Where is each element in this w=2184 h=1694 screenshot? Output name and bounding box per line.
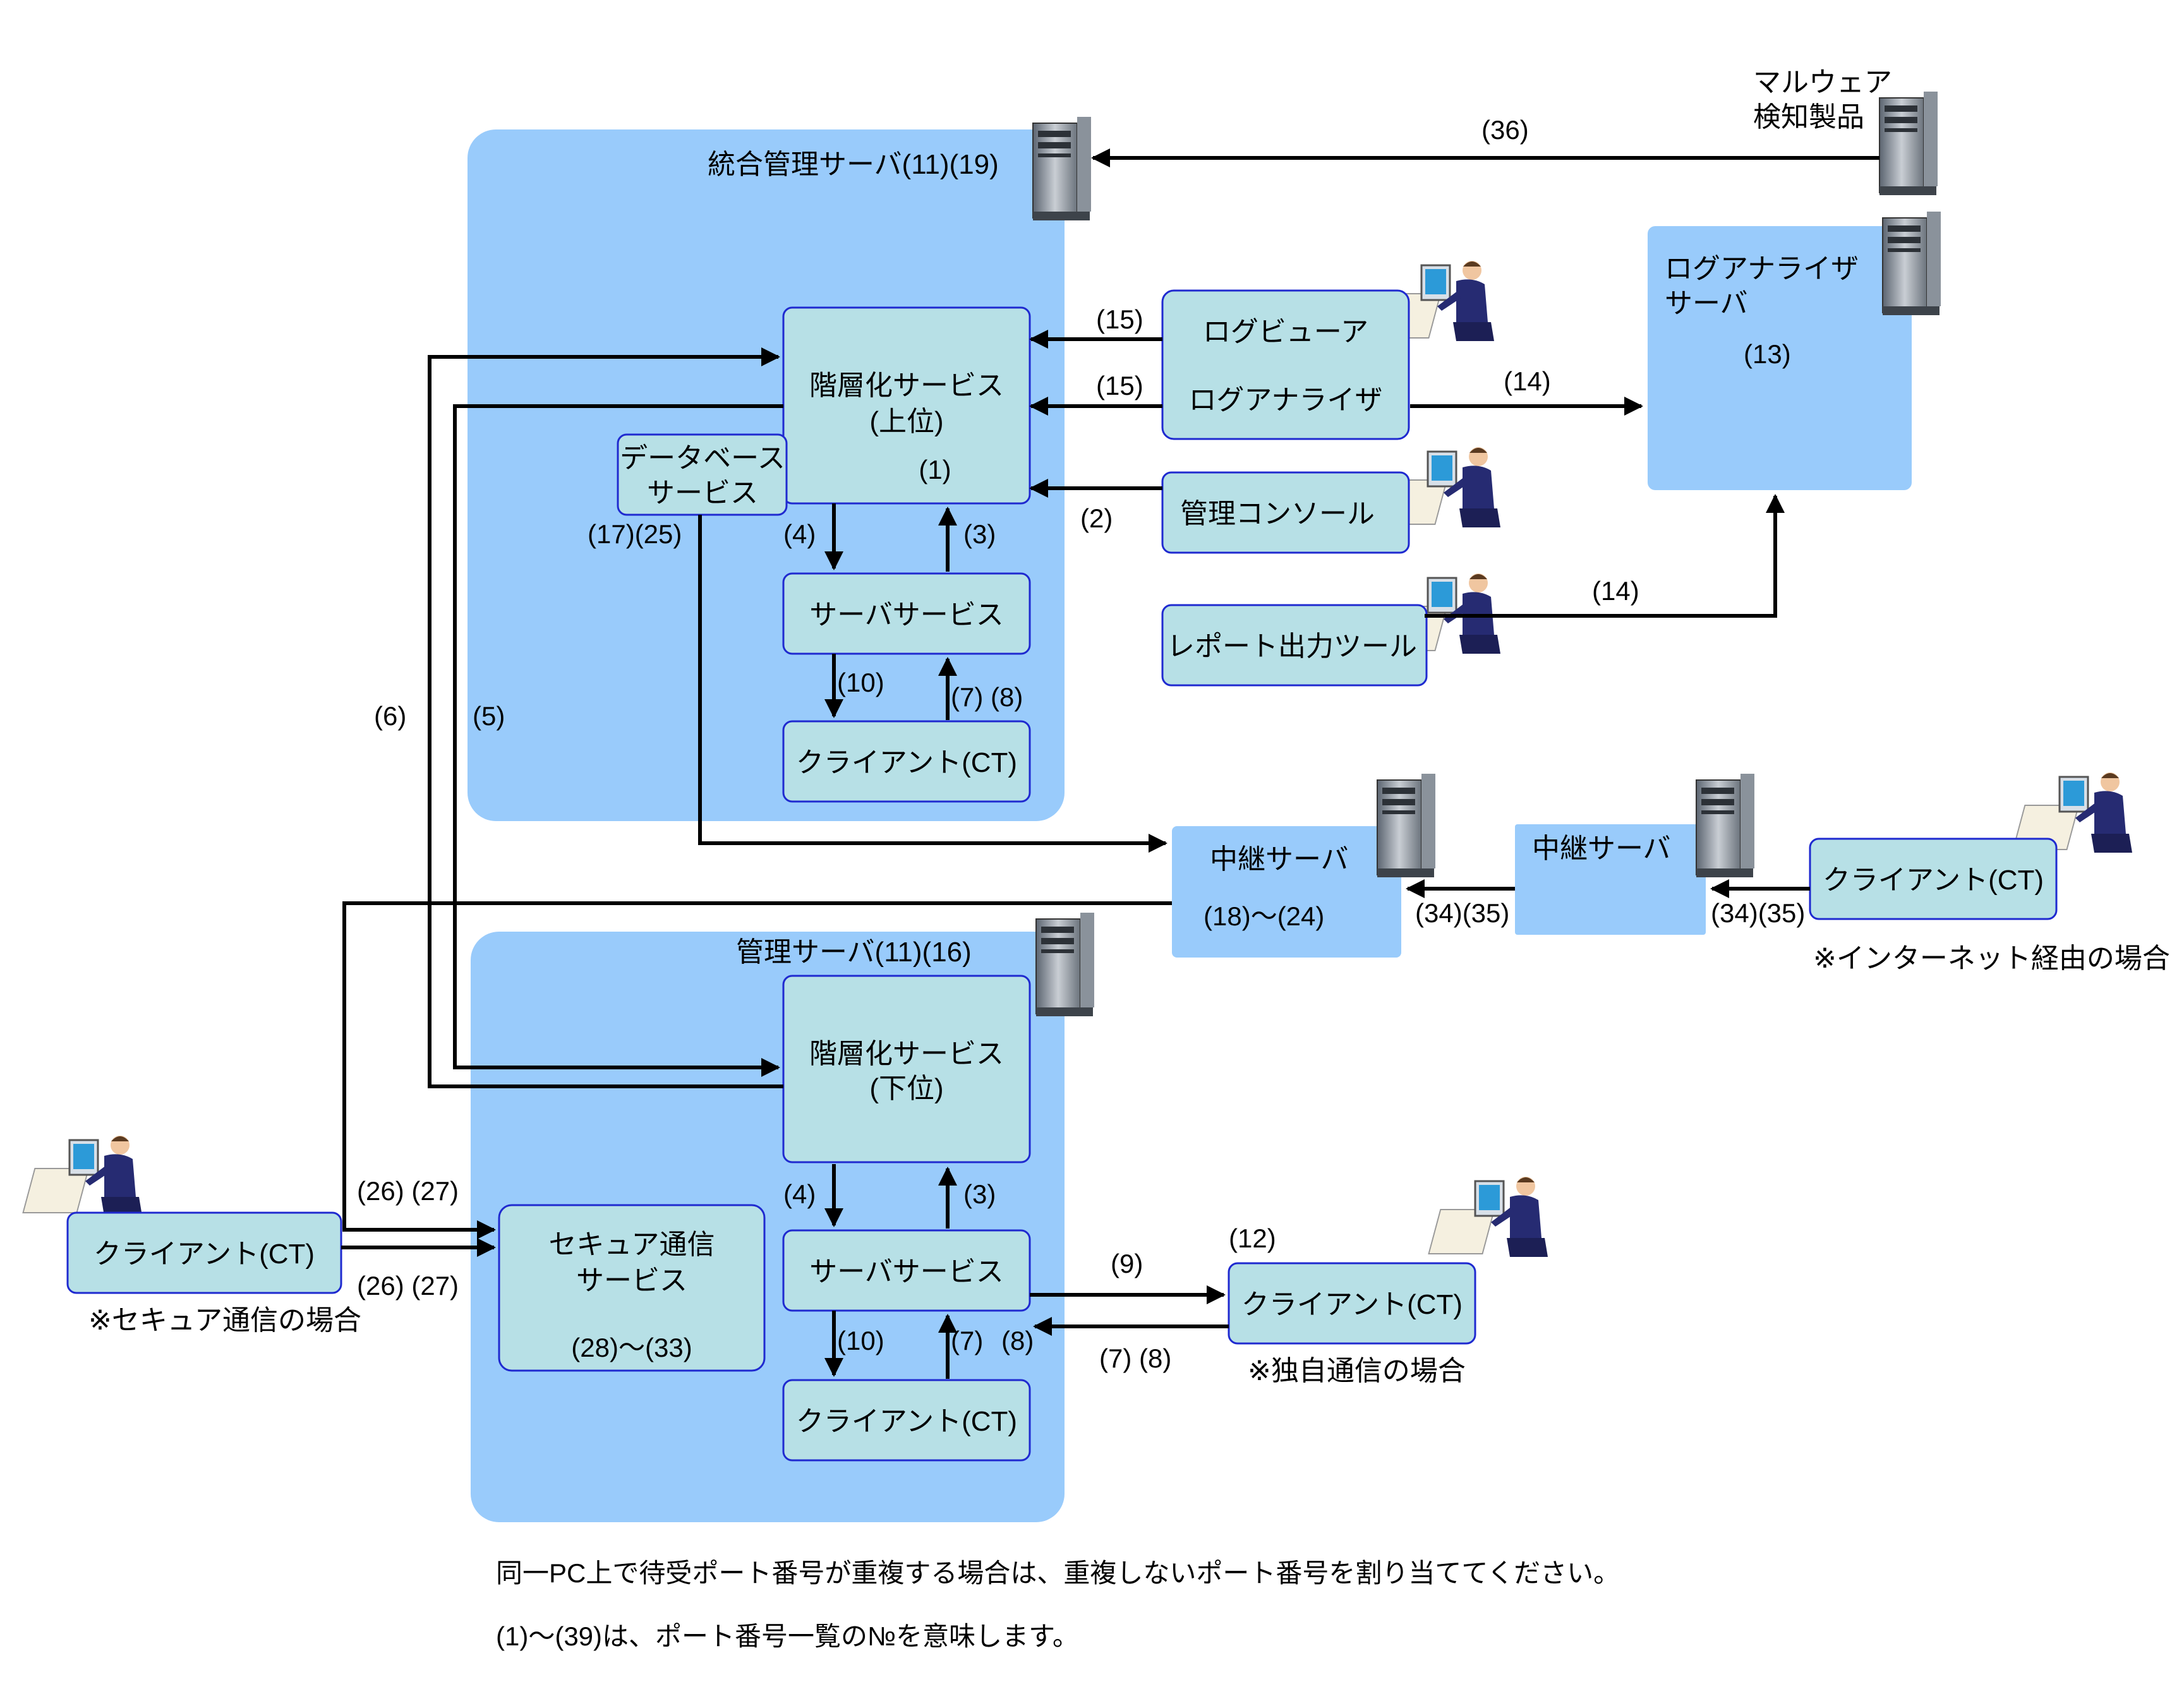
mgmt-console-label: 管理コンソール [1180,498,1375,529]
port-14b: (14) [1592,576,1639,606]
secure-box [498,1204,766,1372]
port-9: (9) [1111,1249,1143,1278]
secure-ports: (28)〜(33) [571,1333,692,1362]
database-line2: サービス [647,478,758,508]
note-secure: ※セキュア通信の場合 [88,1305,361,1336]
server-service-2-box [782,1229,1031,1312]
note-own: ※独自通信の場合 [1248,1355,1466,1386]
port-26-27a: (26) (27) [357,1176,459,1206]
port-8b: (8) [1001,1326,1034,1355]
management-server-icon [1035,912,1095,1017]
client-internet-label: クライアント(CT) [1823,865,2044,896]
relay-server-right-region [1515,824,1706,935]
relay-server-main-region [1172,826,1401,958]
port-7b: (7) [951,1326,983,1355]
database-line1: データベース [620,443,785,474]
relay-server-main-title: 中継サーバ [1210,844,1349,875]
hier-lower-box [782,975,1031,1163]
port-3a: (3) [963,519,996,549]
client-own-box [1228,1262,1476,1345]
log-analyzer-server-title-1: ログアナライザ [1665,253,1859,284]
port-12: (12) [1229,1223,1276,1253]
note-internet: ※インターネット経由の場合 [1813,943,2170,974]
port-36: (36) [1481,115,1529,145]
client-2-label: クライアント(CT) [796,1406,1017,1437]
server-service-1-box [782,572,1031,655]
footer-line2: (1)〜(39)は、ポート番号一覧の№を意味します。 [496,1621,1079,1651]
client-1-box [782,720,1031,803]
log-analyzer-server-icon [1882,211,1941,316]
port-7-8a: (7) (8) [951,682,1023,712]
port-34-35a: (34)(35) [1415,898,1509,928]
server-service-1-label: サーバサービス [809,599,1004,630]
client-1-label: クライアント(CT) [796,747,1017,778]
port-4a: (4) [783,519,816,549]
port-7-8c: (7) (8) [1099,1343,1171,1373]
relay-server-right-title: 中継サーバ [1532,833,1671,864]
user-secure-client-icon [22,1134,143,1217]
port-10b: (10) [837,1326,884,1355]
client-2-box [782,1379,1031,1462]
arrow-26-27a [342,901,1172,1239]
integrated-server-title: 統合管理サーバ(11)(19) [708,149,999,180]
hier-lower-line2: (下位) [869,1073,943,1104]
report-tool-box [1161,604,1428,687]
hier-upper-line1: 階層化サービス [809,370,1004,401]
client-internet-box [1809,838,2058,920]
relay-server-main-icon [1377,773,1436,878]
port-6: (6) [374,701,406,731]
database-ports: (17)(25) [588,519,682,549]
port-3b: (3) [963,1179,996,1209]
arrow-5 [453,404,783,1077]
client-secure-label: クライアント(CT) [94,1239,315,1270]
report-tool-label: レポート出力ツール [1167,631,1417,662]
port-10a: (10) [837,668,884,697]
hier-upper-port: (1) [919,455,951,484]
relay-server-main-ports: (18)〜(24) [1204,901,1324,931]
log-analyzer-label: ログアナライザ [1188,385,1382,416]
hier-upper-line2: (上位) [869,406,943,437]
port-26-27b: (26) (27) [357,1271,459,1301]
management-server-title: 管理サーバ(11)(16) [736,937,972,968]
client-secure-box [66,1211,342,1294]
log-analyzer-server-region [1648,226,1912,490]
malware-label-1: マルウェア [1753,67,1892,98]
port-34-35b: (34)(35) [1711,898,1805,928]
database-box [617,433,788,516]
relay-server-right-icon [1696,773,1755,878]
log-viewer-label: ログビューア [1203,316,1368,347]
port-15a: (15) [1096,304,1143,334]
client-own-label: クライアント(CT) [1241,1289,1463,1320]
log-analyzer-server-title-2: サーバ [1665,288,1748,319]
server-service-2-label: サーバサービス [809,1256,1004,1287]
integrated-server-icon [1032,116,1092,221]
mgmt-console-box [1161,471,1410,554]
user-own-client-icon [1428,1175,1549,1258]
port-2: (2) [1080,503,1113,533]
arrow-14b [1425,494,1785,618]
port-15b: (15) [1096,371,1143,400]
footer-line1: 同一PC上で待受ポート番号が重複する場合は、重複しないポート番号を割り当ててくだ… [496,1558,1620,1588]
hier-lower-line1: 階層化サービス [809,1038,1004,1069]
port-14a: (14) [1504,366,1551,396]
secure-line1: セキュア通信 [548,1229,715,1260]
secure-line2: サービス [576,1265,687,1296]
malware-server-icon [1879,91,1938,196]
arrow-db-relay [698,515,1167,853]
hier-upper-box [782,306,1031,505]
port-5: (5) [473,701,505,731]
arrow-6 [428,347,783,1088]
malware-label-2: 検知製品 [1753,102,1864,133]
port-4b: (4) [783,1179,816,1209]
log-viewer-box [1161,289,1410,440]
log-analyzer-server-port: (13) [1744,339,1791,369]
